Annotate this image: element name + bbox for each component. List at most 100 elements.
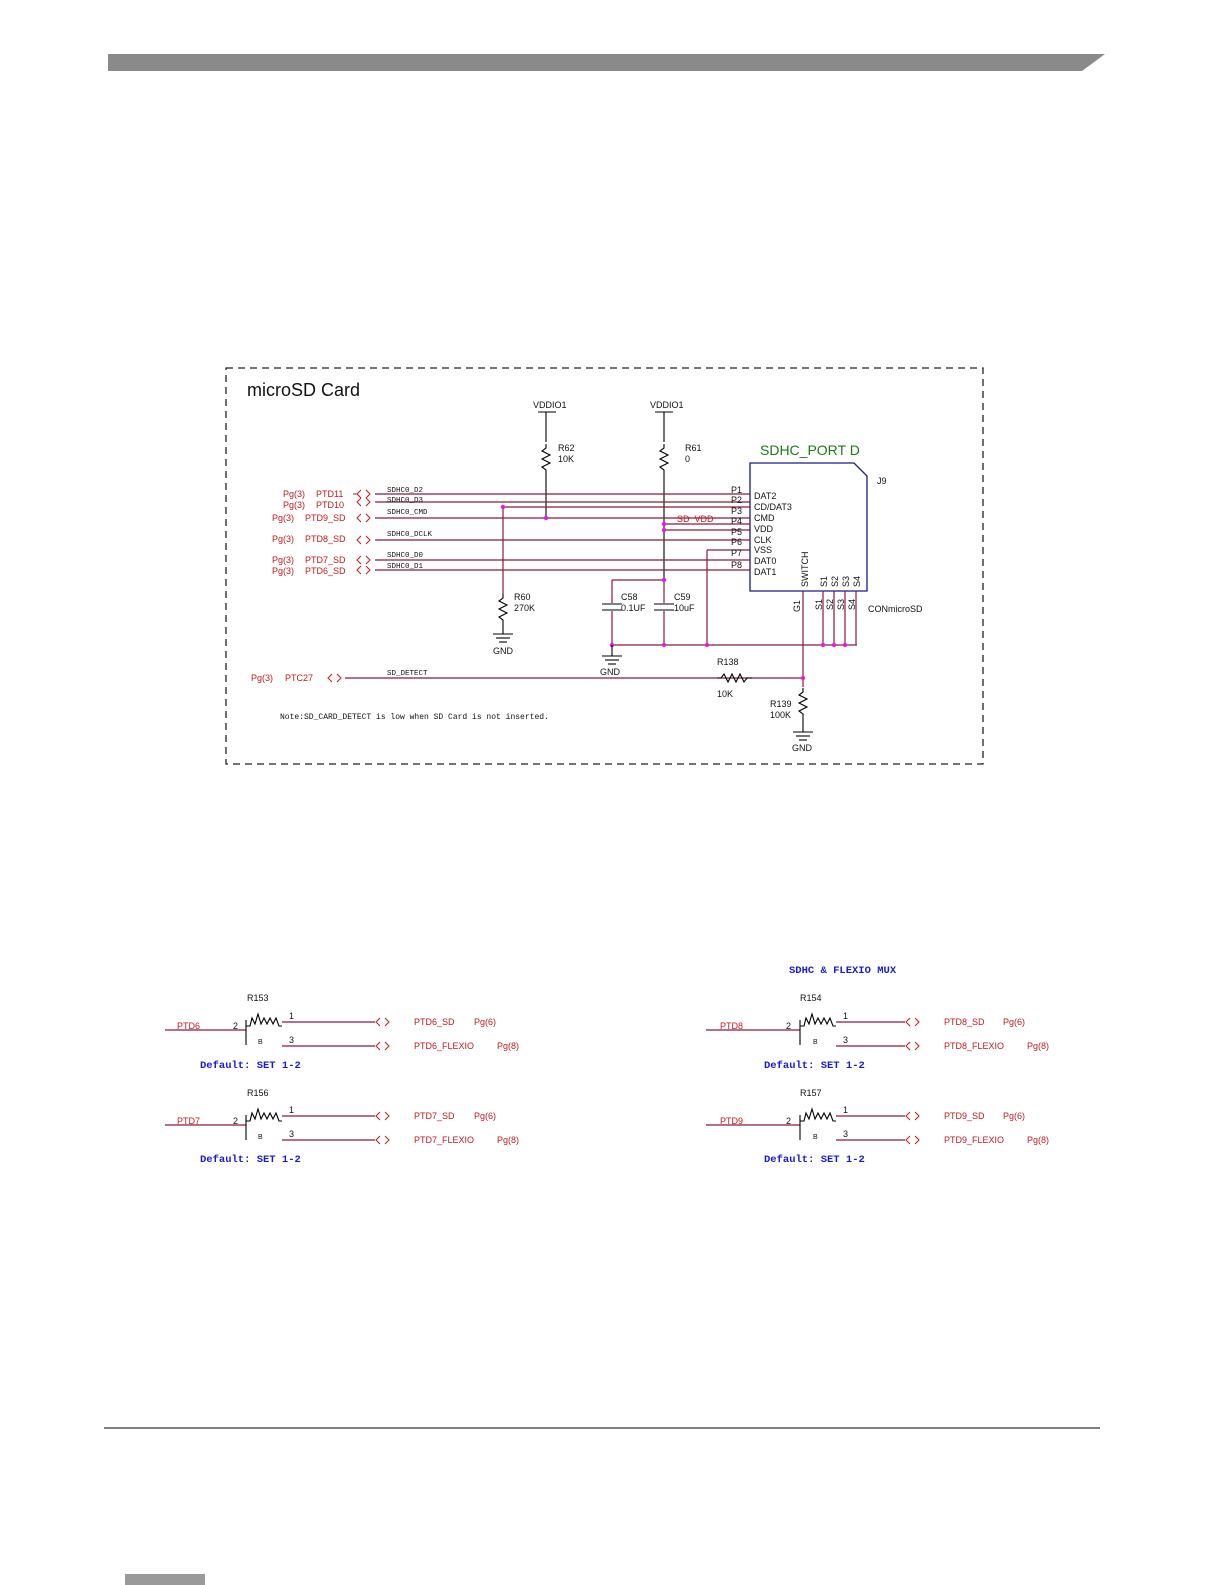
c58-ref: C58 xyxy=(621,592,638,602)
mux-out1: PTD9_SD xyxy=(944,1111,985,1121)
pin-name: CD/DAT3 xyxy=(754,502,792,512)
mux-pin2: 2 xyxy=(233,1021,238,1031)
s-top: S1 xyxy=(819,576,829,587)
pin-num: P1 xyxy=(731,485,742,495)
mux-pin1: 1 xyxy=(843,1011,848,1021)
mux-default: Default: SET 1-2 xyxy=(764,1154,865,1166)
c58-capacitor xyxy=(602,603,622,611)
ground-symbol xyxy=(793,731,813,741)
net-port: PTD9_SD xyxy=(305,513,346,523)
microsd-frame xyxy=(225,367,984,765)
sd-vdd-label: SD_VDD xyxy=(677,514,714,524)
pin-name: VDD xyxy=(754,524,774,534)
mux-pin3: 3 xyxy=(289,1129,294,1139)
c59-val: 10uF xyxy=(674,603,695,613)
port-markers xyxy=(327,489,371,683)
mux-ref: R157 xyxy=(800,1088,822,1098)
mux-b: B xyxy=(813,1039,818,1046)
r61-val: 0 xyxy=(685,454,690,464)
pin-num: P3 xyxy=(731,506,742,516)
mux-out3: PTD7_FLEXIO xyxy=(414,1135,474,1145)
net-name: SDHC0_D1 xyxy=(387,563,424,571)
pin-name: CMD xyxy=(754,513,775,523)
c59-capacitor xyxy=(654,603,674,611)
s-top: S4 xyxy=(852,576,862,587)
mux-pin3: 3 xyxy=(843,1035,848,1045)
mux-default: Default: SET 1-2 xyxy=(764,1060,865,1072)
net-name: SDHC0_D2 xyxy=(387,487,423,495)
net-wires xyxy=(345,493,857,687)
mux-out3: PTD8_FLEXIO xyxy=(944,1041,1004,1051)
pin-num: P6 xyxy=(731,537,742,547)
mux-pin1: 1 xyxy=(289,1011,294,1021)
r61-ref: R61 xyxy=(685,443,702,453)
port-label: SDHC_PORT D xyxy=(760,442,860,458)
r62-resistor xyxy=(540,444,552,518)
net-pg: Pg(3) xyxy=(272,566,294,576)
pin-name: DAT2 xyxy=(754,491,776,501)
pin-name: DAT0 xyxy=(754,556,776,566)
mux-default: Default: SET 1-2 xyxy=(200,1060,301,1072)
r60-ref: R60 xyxy=(514,592,531,602)
s-top: S3 xyxy=(841,576,851,587)
mux-b: B xyxy=(258,1134,263,1141)
mux-pin2: 2 xyxy=(233,1116,238,1126)
mux-out3: PTD6_FLEXIO xyxy=(414,1041,474,1051)
mux-block-r153: PTD6 2 B R153 1 3 PTD6_SD Pg(6) PTD6_FLE… xyxy=(165,993,519,1072)
mux-pg3: Pg(8) xyxy=(1027,1041,1049,1051)
net-name: SD_DETECT xyxy=(387,670,428,678)
net-name: SDHC0_D0 xyxy=(387,552,424,560)
r138-resistor xyxy=(717,672,752,684)
mux-pin1: 1 xyxy=(843,1105,848,1115)
pin-name: DAT1 xyxy=(754,567,776,577)
r139-resistor xyxy=(797,688,809,732)
r60-resistor xyxy=(497,594,509,634)
net-port: PTD11 xyxy=(316,489,343,499)
mux-in-label: PTD7 xyxy=(177,1116,200,1126)
r139-ref: R139 xyxy=(770,699,792,709)
pin-labels: P1 P2 P3 P4 P5 P6 P7 P8 DAT2 CD/DAT3 CMD… xyxy=(731,485,792,577)
header-bar xyxy=(108,54,1105,71)
mux-in-label: PTD8 xyxy=(720,1021,743,1031)
mux-pg3: Pg(8) xyxy=(497,1135,519,1145)
mux-in-label: PTD6 xyxy=(177,1021,200,1031)
mux-pin1: 1 xyxy=(289,1105,294,1115)
mux-pin2: 2 xyxy=(786,1116,791,1126)
mux-pg1: Pg(6) xyxy=(1003,1111,1025,1121)
mux-pg1: Pg(6) xyxy=(474,1017,496,1027)
r61-resistor xyxy=(658,444,670,580)
g1-label: G1 xyxy=(792,600,802,612)
mux-in-label: PTD9 xyxy=(720,1116,743,1126)
gnd-label: GND xyxy=(600,667,621,677)
net-port: PTC27 xyxy=(285,673,313,683)
mux-pg1: Pg(6) xyxy=(474,1111,496,1121)
s-bot: S4 xyxy=(847,599,857,610)
mux-pin3: 3 xyxy=(843,1129,848,1139)
net-port: PTD6_SD xyxy=(305,566,346,576)
microsd-title: microSD Card xyxy=(247,380,360,400)
gnd-label: GND xyxy=(792,743,813,753)
r139-val: 100K xyxy=(770,710,791,720)
net-name: SDHC0_CMD xyxy=(387,509,428,517)
connector-label: CONmicroSD xyxy=(868,604,923,614)
net-pg: Pg(3) xyxy=(272,513,294,523)
mux-ref: R153 xyxy=(247,993,269,1003)
mux-ref: R156 xyxy=(247,1088,269,1098)
mux-pg1: Pg(6) xyxy=(1003,1017,1025,1027)
mux-block-r154: PTD8 2 B R154 1 3 PTD8_SD Pg(6) PTD8_FLE… xyxy=(706,993,1049,1072)
net-name: SDHC0_D3 xyxy=(387,497,424,505)
gnd-label: GND xyxy=(493,646,514,656)
vddio-right-label: VDDIO1 xyxy=(650,400,684,410)
s-bot: S1 xyxy=(814,599,824,610)
switch-label: SWITCH xyxy=(800,552,810,588)
r138-val: 10K xyxy=(717,689,733,699)
s-bot: S3 xyxy=(836,599,846,610)
mux-default: Default: SET 1-2 xyxy=(200,1154,301,1166)
pin-num: P8 xyxy=(731,560,742,570)
net-pg: Pg(3) xyxy=(272,534,294,544)
c58-val: 0.1UF xyxy=(621,603,646,613)
net-labels: Pg(3) PTD11 SDHC0_D2 Pg(3) PTD10 SDHC0_D… xyxy=(251,487,433,683)
c59-ref: C59 xyxy=(674,592,691,602)
net-port: PTD7_SD xyxy=(305,555,346,565)
